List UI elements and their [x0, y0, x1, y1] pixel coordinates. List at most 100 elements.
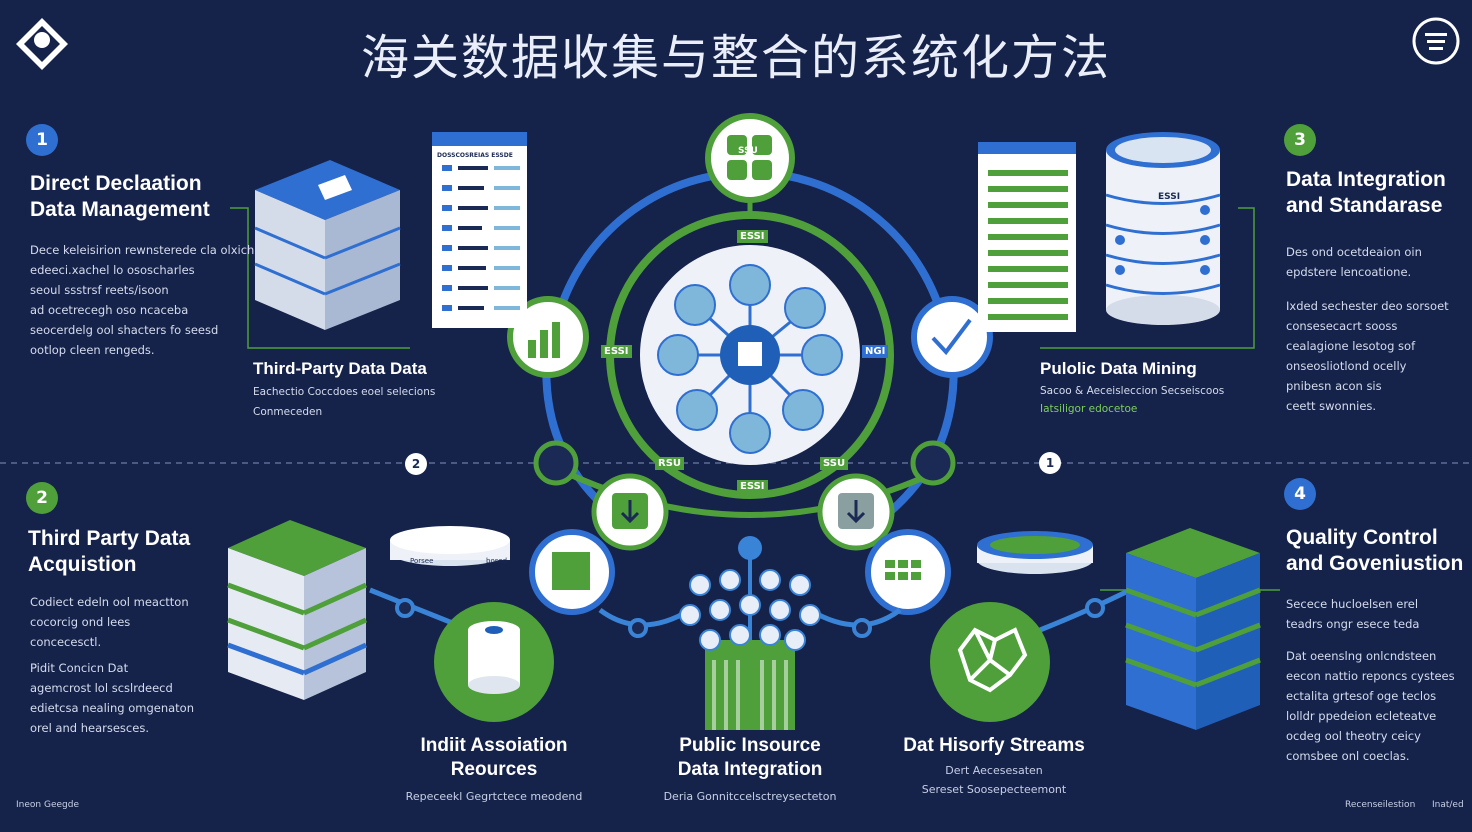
section-title-line: and Standarase	[1286, 194, 1443, 217]
desc-line: seocerdelg ool shacters fo seesd	[30, 323, 219, 337]
desc-line: eecon nattio reponcs cystees	[1286, 669, 1455, 683]
section-title: Quality Control and Goveniustion	[1286, 525, 1463, 577]
desc-line: comsbee onl coeclas.	[1286, 749, 1410, 763]
document-panel-right	[978, 142, 1076, 332]
footer-right-a: Recenseilestion	[1345, 800, 1416, 810]
desc-line: ad ocetrecegh oso ncaceba	[30, 303, 189, 317]
ring-tag: ESSI	[601, 345, 632, 358]
label-sub: Sacoo & Aeceisleccion Secseiscoos	[1040, 385, 1225, 397]
desc-line	[1286, 282, 1449, 296]
desc-line: Des ond ocetdeaion oin	[1286, 245, 1422, 259]
desc-line: teadrs ongr esece teda	[1286, 617, 1420, 631]
label-sub: Conmeceden	[253, 406, 323, 418]
label-sub: Sereset Soosepecteemont	[921, 783, 1067, 796]
top-icon-circle	[705, 113, 795, 203]
ring-tag: NGI	[862, 345, 889, 358]
desc-line: Secece hucloelsen erel	[1286, 597, 1419, 611]
desc-line: epdstere lencoatione.	[1286, 265, 1412, 279]
label-title: Indiit Assoiation	[420, 735, 568, 756]
step-badge: 2	[405, 453, 427, 475]
section-number-badge: 1	[26, 124, 58, 156]
section-description: Codiect edeln ool meactton cocorcig ond …	[30, 592, 194, 738]
server-stack-right	[1125, 528, 1261, 730]
page-title: 海关数据收集与整合的系统化方法	[360, 30, 1111, 86]
desc-line: Ixded sechester deo sorsoet	[1286, 299, 1449, 313]
bracket-right	[1040, 207, 1255, 349]
disk-left	[390, 526, 510, 566]
disk-right	[977, 531, 1093, 574]
section-title-line: Data Management	[30, 198, 210, 221]
section-description: Dece keleisirion rewnsterede cla olxich …	[30, 240, 254, 360]
desc-line: onseosliotlond ocelly	[1286, 359, 1407, 373]
section-number-badge: 4	[1284, 478, 1316, 510]
desc-line: ootlop cleen rengeds.	[30, 343, 155, 357]
footer-right-b: Inat/ed	[1432, 800, 1464, 810]
section-title-line: Acquistion	[28, 553, 137, 576]
section-number-badge: 3	[1284, 124, 1316, 156]
section-title-line: Third Party Data	[28, 527, 191, 550]
top-tag: ESSI	[1158, 192, 1181, 202]
desc-line: lolldr ppedeion ecleteatve	[1286, 709, 1437, 723]
desc-line: edietcsa nealing omgenaton	[30, 701, 194, 715]
bracket-left	[230, 207, 410, 349]
lock-node-right	[910, 440, 956, 486]
ring-tag: SSU	[820, 457, 849, 470]
section-title: Data Integration and Standarase	[1286, 167, 1446, 219]
desc-line: consesecacrt sooss	[1286, 319, 1398, 333]
label-sub: Iatsiligor edocetoe	[1040, 403, 1138, 415]
desc-line: ectalita grtesof oge teclos	[1286, 689, 1437, 703]
label-sub: Repeceekl Gegrtctece meodend	[405, 790, 583, 803]
server-stack-blue	[254, 160, 401, 330]
panel-header: DOSSCOSREIAS ESSDE	[437, 152, 513, 159]
logo-diamond-icon	[16, 18, 68, 70]
label-history: Dat Hisorfy Streams Dert Aecesesaten Ser…	[884, 734, 1104, 796]
label-public-mining: Pulolic Data Mining Sacoo & Aeceisleccio…	[1040, 356, 1224, 418]
desc-line: Dat oeenslng onlcndsteen	[1286, 649, 1437, 663]
desc-line: Codiect edeln ool meactton	[30, 595, 189, 609]
logo-seal-icon	[1412, 17, 1460, 65]
ring-tag: ESSI	[737, 480, 768, 493]
desc-line: seoul ssstrsf reets/isoon	[30, 283, 169, 297]
section-description: Des ond ocetdeaion oin epdstere lencoati…	[1286, 242, 1449, 416]
ring-tag: RSU	[655, 457, 685, 470]
desc-line: concecesctl.	[30, 635, 102, 649]
desc-line: cocorcig ond lees	[30, 615, 131, 629]
lock-node-left	[533, 440, 579, 486]
label-public-resource: Public Insource Data Integration Deria G…	[650, 734, 850, 803]
desc-line: ocdeg ool theotry ceicy	[1286, 729, 1421, 743]
desc-line: Pidit Concicn Dat	[30, 661, 129, 675]
desc-line: pnibesn acon sis	[1286, 379, 1382, 393]
label-sub: Deria Gonnitccelsctreysecteton	[663, 790, 837, 803]
ring-tag: SSU	[738, 146, 758, 156]
section-description: Secece hucloelsen erel teadrs ongr esece…	[1286, 594, 1455, 766]
label-sub: Dert Aecesesaten	[945, 764, 1043, 777]
network-cluster	[679, 536, 821, 730]
server-stack-green	[227, 520, 368, 700]
disk-tag: bosed	[486, 557, 508, 565]
section-title: Third Party Data Acquistion	[28, 526, 190, 578]
label-sub: Eachectio Coccdoes eoel selecions	[253, 386, 436, 398]
disk-tag: Porsee	[410, 557, 434, 565]
label-third-party: Third-Party Data Data Eachectio Coccdoes…	[253, 356, 435, 422]
label-title: Dat Hisorfy Streams	[903, 735, 1085, 756]
label-title: Third-Party Data Data	[253, 359, 427, 378]
label-title: Data Integration	[677, 759, 823, 780]
document-panel-left	[432, 132, 527, 328]
section-number-badge: 2	[26, 482, 58, 514]
desc-line: cealagione lesotog sof	[1286, 339, 1416, 353]
desc-line: orel and hearsesces.	[30, 721, 149, 735]
section-title-line: and Goveniustion	[1286, 552, 1464, 575]
section-title-line: Data Integration	[1286, 168, 1446, 191]
section-title-line: Direct Declaation	[30, 172, 202, 195]
ring-tag: ESSI	[737, 230, 768, 243]
footer-left: Ineon Geegde	[16, 800, 79, 810]
label-title: Public Insource	[679, 735, 821, 756]
label-title: Reources	[450, 759, 538, 780]
database-cylinder-right	[1105, 132, 1221, 325]
desc-line: ceett swonnies.	[1286, 399, 1377, 413]
label-title: Pulolic Data Mining	[1040, 359, 1197, 378]
label-indirect: Indiit Assoiation Reources Repeceekl Geg…	[394, 734, 594, 803]
desc-line: agemcrost lol scslrdeecd	[30, 681, 173, 695]
desc-line: Dece keleisirion rewnsterede cla olxich	[30, 243, 255, 257]
